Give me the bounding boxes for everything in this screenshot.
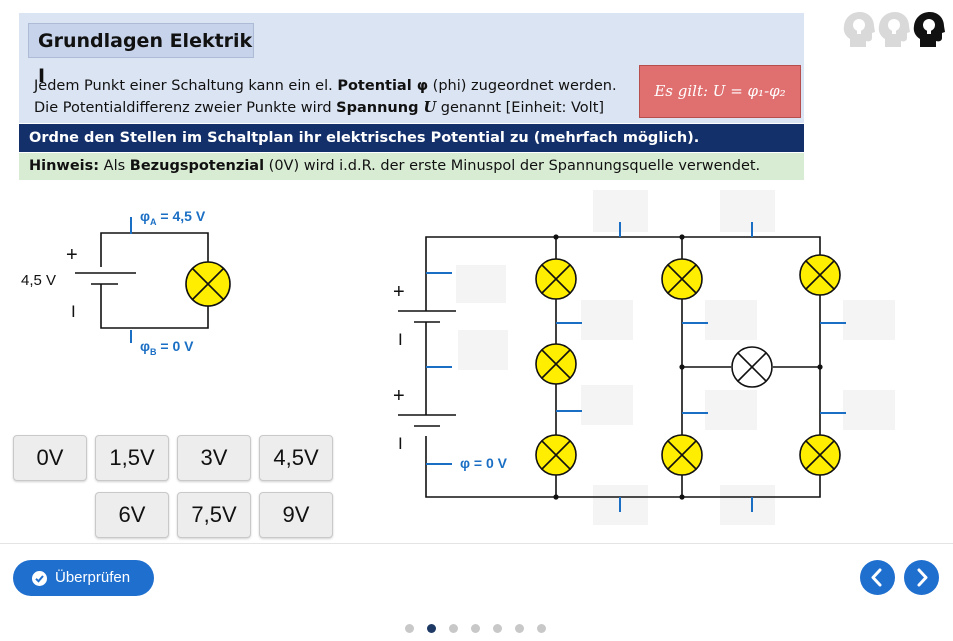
task-instruction: Ordne den Stellen im Schaltplan ihr elek…: [19, 124, 804, 152]
chevron-left-icon: [871, 568, 882, 587]
battery-1-minus-sign: I: [398, 330, 403, 349]
check-circle-icon: [32, 571, 47, 586]
page-dot[interactable]: [405, 624, 414, 633]
drop-zone[interactable]: [720, 485, 775, 525]
example-circuit: + I 4,5 V φA = 4,5 V φB = 0 V: [21, 208, 231, 357]
page-dot[interactable]: [493, 624, 502, 633]
check-button[interactable]: Überprüfen: [13, 560, 154, 596]
drop-zone[interactable]: [456, 265, 506, 303]
drop-zone[interactable]: [581, 300, 633, 340]
intro-text: Jedem Punkt einer Schaltung kann ein el.: [34, 78, 338, 94]
tile-3v[interactable]: 3V: [177, 435, 251, 481]
source-voltage-label: 4,5 V: [21, 272, 56, 289]
tile-4-5v[interactable]: 4,5V: [259, 435, 333, 481]
main-circuit: + I + I φ = 0 V: [393, 190, 895, 525]
intro-text: Die Potentialdifferenz zweier Punkte wir…: [34, 100, 337, 116]
example-minus-sign: I: [71, 302, 76, 321]
drop-zone[interactable]: [843, 300, 895, 340]
page-title: Grundlagen Elektrik I: [28, 23, 254, 87]
drop-zone[interactable]: [458, 330, 508, 370]
chevron-right-icon: [917, 568, 928, 587]
lamp-icon: [661, 258, 703, 300]
phi-a-label: φA = 4,5 V: [140, 208, 206, 227]
reference-potential-label: φ = 0 V: [460, 455, 508, 471]
tile-0v[interactable]: 0V: [13, 435, 87, 481]
hint-label: Hinweis:: [29, 158, 100, 174]
hint-head-1-icon[interactable]: [842, 11, 876, 49]
intro-line-1: Jedem Punkt einer Schaltung kann ein el.…: [34, 78, 617, 94]
page-dot[interactable]: [515, 624, 524, 633]
intro-term-potential: Potential φ: [337, 78, 429, 94]
drop-zone[interactable]: [705, 390, 757, 430]
formula-box: Es gilt: U = φ₁-φ₂: [639, 65, 801, 118]
check-button-label: Überprüfen: [55, 569, 131, 586]
page-dot[interactable]: [427, 624, 436, 633]
drop-zone[interactable]: [705, 300, 757, 340]
tile-1-5v[interactable]: 1,5V: [95, 435, 169, 481]
hint-head-3-icon[interactable]: [912, 11, 946, 49]
footer-divider: [0, 543, 953, 544]
hint-bar: Hinweis: Als Bezugspotenzial (0V) wird i…: [19, 153, 804, 180]
page-dot[interactable]: [471, 624, 480, 633]
lamp-icon: [535, 258, 577, 300]
drop-zone[interactable]: [581, 385, 633, 425]
intro-text: genannt [Einheit: Volt]: [436, 100, 605, 116]
lamp-icon: [661, 434, 703, 476]
lamp-icon: [799, 254, 841, 296]
battery-1-plus-sign: +: [393, 281, 405, 303]
hint-text: (0V) wird i.d.R. der erste Minuspol der …: [264, 158, 761, 174]
intro-term-spannung: Spannung: [336, 100, 424, 116]
lamp-icon: [535, 343, 577, 385]
tile-6v[interactable]: 6V: [95, 492, 169, 538]
tile-7-5v[interactable]: 7,5V: [177, 492, 251, 538]
drop-zone[interactable]: [843, 390, 895, 430]
hint-text: Als: [99, 158, 130, 174]
battery-2-minus-sign: I: [398, 434, 403, 453]
page-dot[interactable]: [537, 624, 546, 633]
lamp-off-icon: [731, 346, 773, 388]
tile-9v[interactable]: 9V: [259, 492, 333, 538]
lamp-icon: [799, 434, 841, 476]
example-lamp: [185, 261, 231, 307]
previous-button[interactable]: [860, 560, 895, 595]
hint-term: Bezugspotenzial: [129, 158, 265, 174]
page-dot[interactable]: [449, 624, 458, 633]
hint-head-2-icon[interactable]: [877, 11, 911, 49]
next-button[interactable]: [904, 560, 939, 595]
intro-text: (phi) zugeordnet werden.: [428, 78, 617, 94]
lamp-icon: [535, 434, 577, 476]
phi-b-label: φB = 0 V: [140, 338, 194, 357]
intro-line-2: Die Potentialdifferenz zweier Punkte wir…: [34, 99, 604, 116]
intro-symbol-u: U: [423, 99, 437, 116]
example-plus-sign: +: [66, 244, 78, 266]
drop-zone[interactable]: [720, 190, 775, 232]
battery-2-plus-sign: +: [393, 385, 405, 407]
